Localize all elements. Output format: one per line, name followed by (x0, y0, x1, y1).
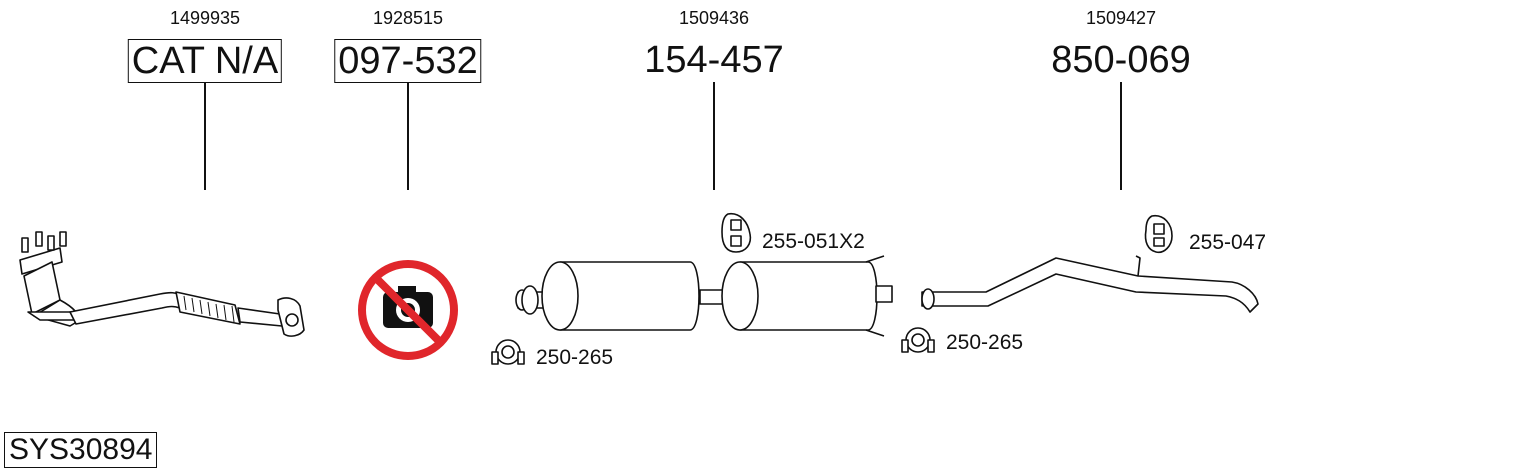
stud-icon (21, 231, 67, 253)
leader-line (713, 82, 715, 190)
accessory-label[interactable]: 255-047 (1189, 231, 1267, 254)
tail-pipe-drawing[interactable] (921, 255, 1259, 313)
accessory-label[interactable]: 250-265 (536, 346, 614, 369)
hanger-icon[interactable] (1144, 214, 1173, 254)
part-ref: 1509427 (1085, 8, 1157, 28)
leader-line (1120, 82, 1122, 190)
clamp-icon[interactable] (901, 327, 935, 353)
middle-silencer-drawing[interactable] (515, 255, 893, 337)
accessory-label[interactable]: 255-051X2 (762, 230, 865, 253)
leader-line (204, 82, 206, 190)
part-number[interactable]: 850-069 (1051, 39, 1191, 81)
part-number[interactable]: 097-532 (334, 39, 482, 83)
catalyst-drawing[interactable] (19, 231, 305, 337)
clamp-icon[interactable] (491, 339, 525, 365)
no-photo-icon (358, 260, 458, 360)
system-code: SYS30894 (4, 432, 158, 468)
part-ref: 1499935 (169, 8, 241, 28)
part-ref: 1928515 (372, 8, 444, 28)
part-number[interactable]: 154-457 (644, 39, 784, 81)
accessory-label[interactable]: 250-265 (946, 331, 1024, 354)
part-ref: 1509436 (678, 8, 750, 28)
part-number[interactable]: CAT N/A (127, 39, 283, 83)
hanger-icon[interactable] (721, 212, 752, 253)
leader-line (407, 82, 409, 190)
